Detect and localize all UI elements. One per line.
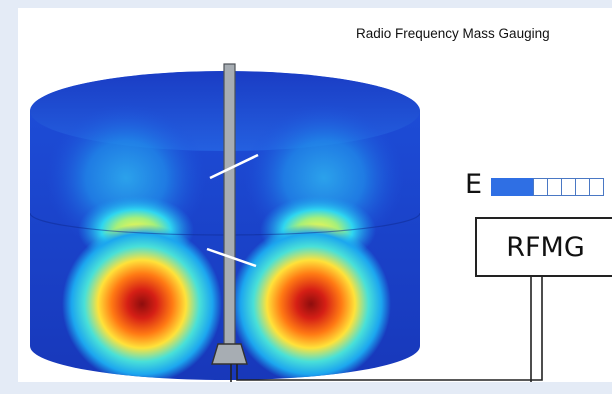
level-mark-lower: [206, 247, 257, 268]
gauge-segment-empty: [575, 178, 590, 196]
fuel-gauge-bar: [491, 178, 604, 196]
level-mark-upper: [209, 153, 259, 180]
diagram-title: Radio Frequency Mass Gauging: [356, 26, 550, 41]
gauge-segment-filled: [519, 178, 534, 196]
probe-base: [211, 343, 248, 365]
gauge-segment-empty: [561, 178, 576, 196]
probe-rod: [223, 63, 236, 347]
gauge-segment-empty: [533, 178, 548, 196]
gauge-segment-filled: [505, 178, 520, 196]
gauge-segment-filled: [491, 178, 506, 196]
gauge-segment-empty: [589, 178, 604, 196]
gauge-empty-label: E: [465, 169, 483, 200]
diagram-frame: Radio Frequency Mass Gauging E F RFMG: [18, 8, 612, 382]
gauge-segment-empty: [547, 178, 562, 196]
rfmg-label: RFMG: [506, 231, 585, 263]
rfmg-unit-box: RFMG: [475, 217, 612, 277]
tank-diagram: [30, 63, 543, 382]
connection-cable: [230, 268, 543, 382]
